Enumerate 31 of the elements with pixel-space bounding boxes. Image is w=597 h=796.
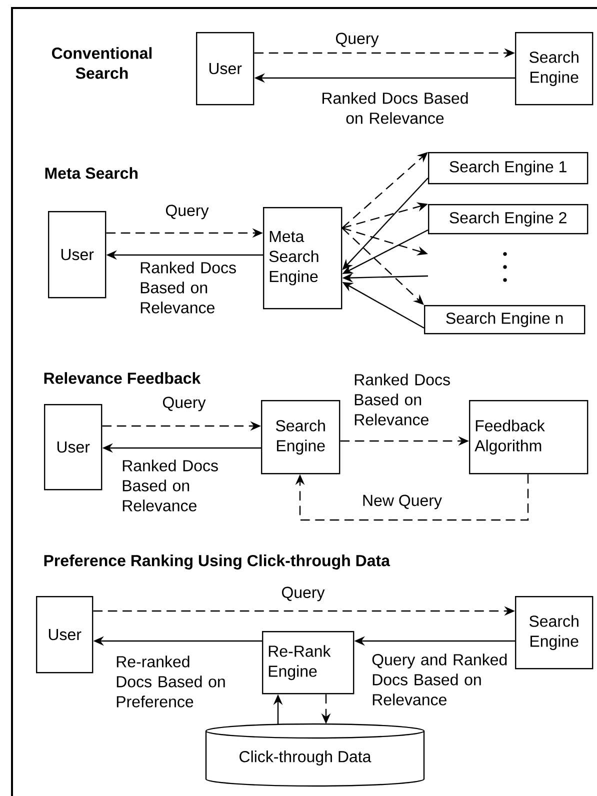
process-box: User <box>44 404 102 490</box>
section-heading: Conventional Search <box>52 47 152 79</box>
section-heading: Relevance Feedback <box>44 372 201 384</box>
section-heading: Preference Ranking Using Click-through Data <box>44 554 390 570</box>
edge-label: Ranked Docs Based on Relevance <box>140 262 236 314</box>
edge-label: Query <box>336 32 379 48</box>
edge-label: Query <box>282 586 325 602</box>
process-box: Search Engine 1 <box>428 152 588 184</box>
process-box: User <box>196 32 254 106</box>
process-box: Search Engine <box>261 400 340 474</box>
edge-label: Ranked Docs Based on Relevance <box>354 374 450 426</box>
process-box: Search Engine 2 <box>428 204 588 234</box>
edge-label: Query and Ranked Docs Based on Relevance <box>372 654 507 706</box>
arrow <box>295 474 529 521</box>
edge-label: New Query <box>363 494 442 510</box>
process-box: Search Engine n <box>424 305 586 334</box>
process-box: Feedback Algorithm <box>469 400 588 474</box>
process-box: Meta Search Engine <box>263 207 342 310</box>
edge-label: Query <box>166 204 209 220</box>
edge-label: Ranked Docs Based on Relevance <box>322 92 468 124</box>
process-box: Search Engine <box>515 32 594 106</box>
process-box: Re-Rank Engine <box>262 631 354 694</box>
arrow <box>342 228 424 305</box>
process-box: User <box>48 211 106 298</box>
edge-label: Re-ranked Docs Based on Preference <box>116 656 225 708</box>
database-cylinder: Click-through Data <box>205 723 425 787</box>
edge-label: Query <box>162 396 206 412</box>
edge-label: Ranked Docs Based on Relevance <box>122 460 218 512</box>
process-box: Search Engine <box>515 596 594 670</box>
process-box: User <box>36 596 94 674</box>
section-heading: Meta Search <box>45 167 138 179</box>
